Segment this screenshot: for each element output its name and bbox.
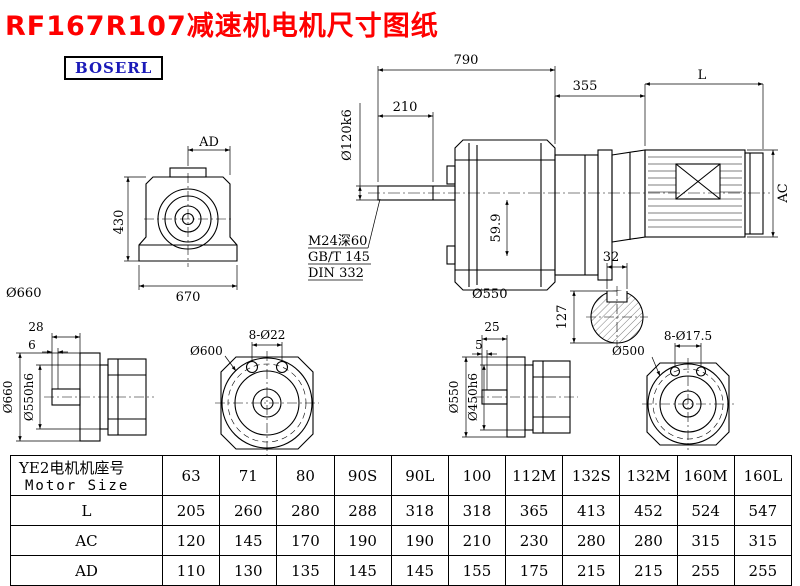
cell-L-0: 205	[161, 495, 221, 526]
size-col-132s: 132S	[562, 455, 621, 496]
output-view-550	[462, 335, 578, 438]
dim-AC: AC	[776, 183, 791, 203]
cell-AC-8: 280	[619, 525, 678, 556]
dim-355: 355	[573, 79, 598, 94]
label-thread: M24深60	[308, 234, 367, 249]
dim-790: 790	[454, 53, 479, 68]
row-label-AC: AC	[10, 525, 163, 556]
dim-670: 670	[176, 290, 201, 305]
side-view-dims	[308, 66, 778, 281]
cell-L-9: 524	[676, 495, 735, 526]
size-col-90l: 90L	[390, 455, 449, 496]
cell-AC-2: 170	[276, 525, 335, 556]
dim-210: 210	[393, 100, 418, 115]
output-view-660	[16, 333, 154, 442]
page-title: RF167R107减速机电机尺寸图纸	[5, 11, 439, 42]
row-label-AD: AD	[10, 555, 163, 586]
cell-AC-3: 190	[333, 525, 392, 556]
label-holes-22: 8-Ø22	[249, 328, 286, 342]
dim-25: 25	[484, 320, 499, 334]
cell-L-5: 318	[447, 495, 507, 526]
dim-d550-flange: Ø550	[447, 381, 461, 414]
dim-5: 5	[475, 338, 483, 352]
cell-L-2: 280	[276, 495, 335, 526]
label-d600: Ø600	[190, 344, 223, 358]
size-col-112m: 112M	[505, 455, 564, 496]
cell-AD-0: 110	[161, 555, 221, 586]
cell-AC-5: 210	[447, 525, 507, 556]
cell-L-3: 288	[333, 495, 392, 526]
cell-AD-7: 215	[562, 555, 621, 586]
dim-L: L	[698, 68, 707, 83]
technical-drawing: AD 430 670 Ø660	[1, 53, 791, 455]
size-col-63: 63	[161, 455, 221, 496]
cell-AC-6: 230	[505, 525, 564, 556]
size-col-160m: 160M	[676, 455, 735, 496]
motor-size-header-en: Motor Size	[25, 478, 130, 494]
cell-AC-9: 315	[676, 525, 735, 556]
motor-size-header-cn: YE2电机机座号	[19, 459, 125, 477]
motor-size-table: YE2电机机座号 Motor Size 63 71 80 90S 90L 100…	[10, 455, 793, 586]
table-header-row: YE2电机机座号 Motor Size 63 71 80 90S 90L 100…	[10, 455, 793, 496]
size-col-90s: 90S	[333, 455, 392, 496]
cell-AD-3: 145	[333, 555, 392, 586]
label-d500: Ø500	[612, 344, 645, 358]
dim-28: 28	[28, 320, 43, 334]
dim-ad: AD	[198, 135, 219, 150]
size-col-132m: 132M	[619, 455, 678, 496]
cell-AD-1: 130	[219, 555, 278, 586]
brand-logo: BOSERL	[64, 56, 164, 80]
cell-AD-8: 215	[619, 555, 678, 586]
dim-599: 59.9	[489, 214, 504, 243]
table-row-L: L 205 260 280 288 318 318 365 413 452 52…	[10, 495, 793, 526]
dim-d660-flange: Ø660	[1, 381, 15, 414]
motor-size-header-cell: YE2电机机座号 Motor Size	[10, 455, 163, 496]
size-col-100: 100	[447, 455, 507, 496]
cell-AC-1: 145	[219, 525, 278, 556]
cell-AD-6: 175	[505, 555, 564, 586]
label-gbt: GB/T 145	[308, 250, 370, 265]
cell-AC-10: 315	[733, 525, 793, 556]
cell-AD-2: 135	[276, 555, 335, 586]
cell-L-4: 318	[390, 495, 449, 526]
dim-127: 127	[555, 305, 570, 330]
dim-d550h6: Ø550h6	[22, 373, 36, 421]
front-view	[124, 146, 238, 290]
table-row-AC: AC 120 145 170 190 190 210 230 280 280 3…	[10, 525, 793, 556]
cell-L-7: 413	[562, 495, 621, 526]
dim-32: 32	[603, 250, 620, 265]
cell-AC-0: 120	[161, 525, 221, 556]
cell-L-8: 452	[619, 495, 678, 526]
size-col-160l: 160L	[733, 455, 793, 496]
shaft-section-view	[570, 263, 648, 348]
label-din: DIN 332	[308, 266, 364, 281]
label-holes-175: 8-Ø17.5	[664, 329, 712, 343]
dim-shaft-dia: Ø120k6	[340, 109, 355, 161]
cell-AD-9: 255	[676, 555, 735, 586]
cell-AC-4: 190	[390, 525, 449, 556]
cell-L-1: 260	[219, 495, 278, 526]
cell-L-6: 365	[505, 495, 564, 526]
cell-L-10: 547	[733, 495, 793, 526]
flange-view-500	[642, 343, 734, 450]
label-d550-mid: Ø550	[472, 287, 507, 302]
dim-d450h6: Ø450h6	[466, 373, 480, 421]
side-view	[368, 139, 770, 291]
table-row-AD: AD 110 130 135 145 145 155 175 215 215 2…	[10, 555, 793, 586]
row-label-L: L	[10, 495, 163, 526]
dim-430: 430	[112, 210, 127, 235]
cell-AD-4: 145	[390, 555, 449, 586]
cell-AC-7: 280	[562, 525, 621, 556]
cell-AD-10: 255	[733, 555, 793, 586]
motor-fins	[648, 156, 742, 228]
size-col-80: 80	[276, 455, 335, 496]
cell-AD-5: 155	[447, 555, 507, 586]
dim-6: 6	[28, 338, 36, 352]
size-col-71: 71	[219, 455, 278, 496]
flange-view-600	[215, 342, 319, 455]
label-d660: Ø660	[6, 286, 41, 301]
